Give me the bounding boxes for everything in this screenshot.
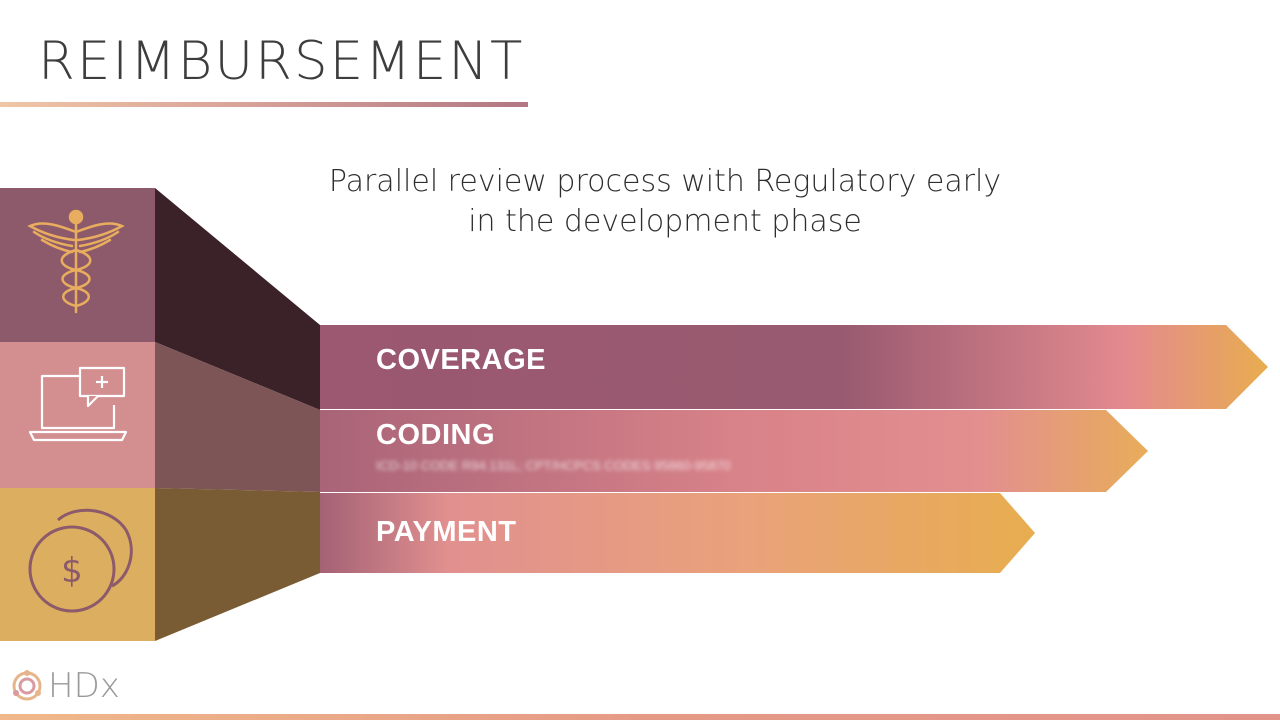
subtitle-line-2: in the development phase	[468, 204, 862, 239]
coding-arrow	[320, 410, 1148, 492]
bottom-accent-bar	[0, 714, 1280, 720]
subtitle-line-1: Parallel review process with Regulatory …	[328, 164, 1002, 199]
coverage-label: COVERAGE	[376, 344, 546, 376]
payment-side-face	[155, 488, 320, 641]
coding-label: CODING	[376, 419, 495, 451]
coverage-side-face	[155, 188, 320, 410]
payment-arrow	[320, 493, 1035, 573]
page-title: REIMBURSEMENT	[38, 31, 525, 92]
hdx-logo-text: HDx	[48, 666, 120, 706]
payment-label: PAYMENT	[376, 516, 517, 548]
subtitle: Parallel review process with Regulatory …	[300, 162, 1030, 242]
svg-text:$: $	[61, 551, 83, 591]
hdx-logo-mark-icon	[12, 670, 42, 701]
hdx-logo: HDx	[10, 666, 120, 706]
coverage-arrow	[320, 325, 1268, 409]
coding-sublabel: ICD-10 CODE R94.131L; CPT/HCPCS CODES 95…	[376, 458, 731, 473]
laptop-medical-chat-icon	[28, 366, 128, 442]
caduceus-icon	[27, 209, 125, 314]
coding-side-face	[155, 342, 320, 492]
title-underline	[0, 102, 528, 107]
coding-icon-box	[0, 342, 155, 488]
coins-dollar-icon: $	[28, 508, 133, 613]
